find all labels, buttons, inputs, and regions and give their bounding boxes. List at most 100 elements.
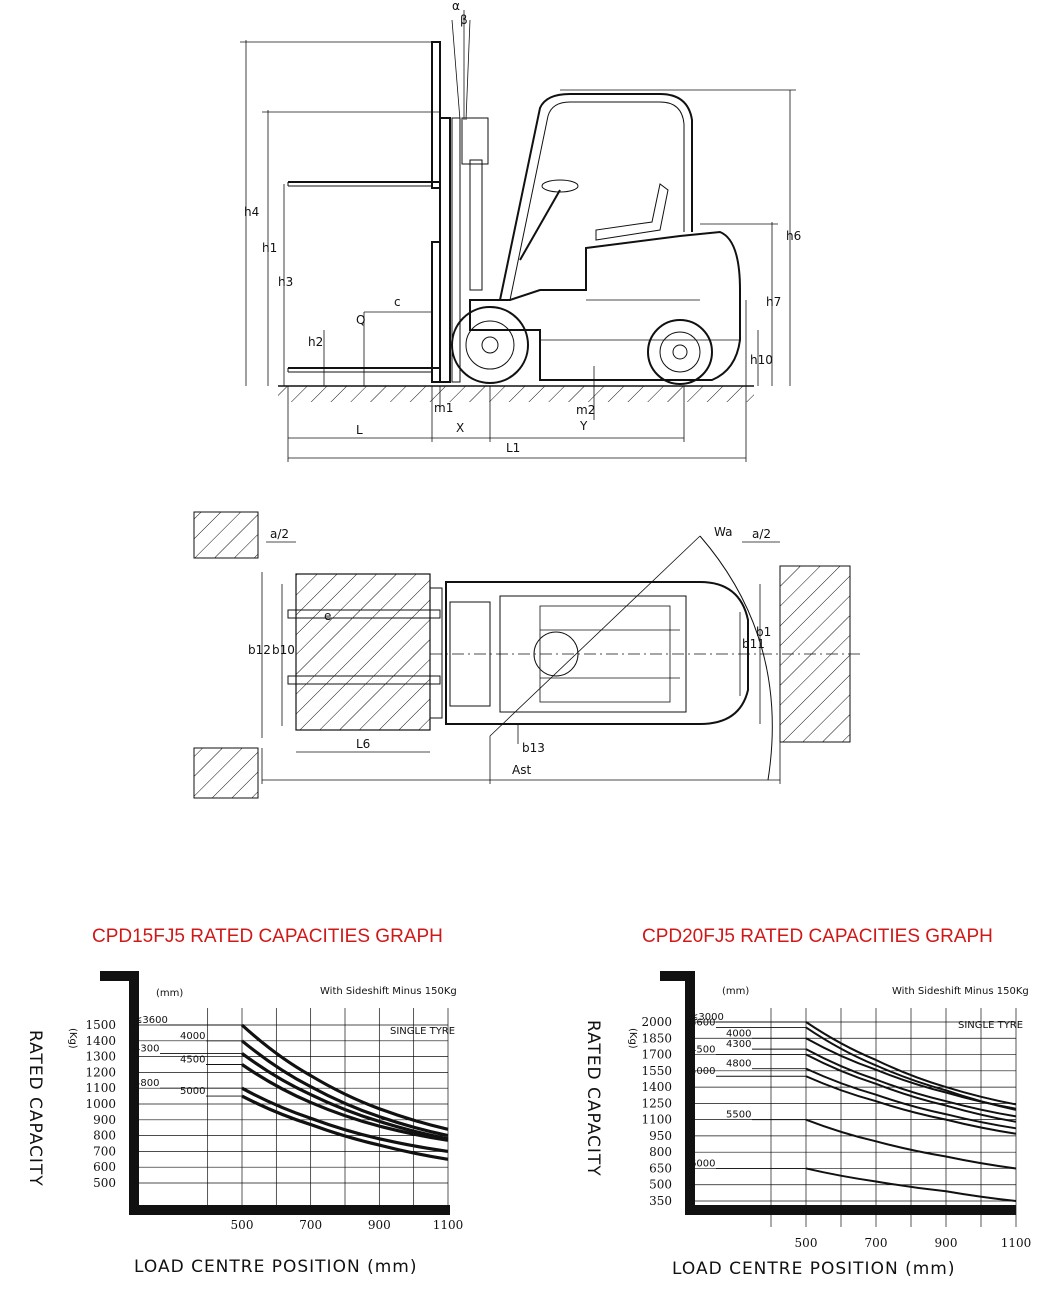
- dim-c: c: [394, 295, 401, 309]
- chart2-unit-top: (mm): [722, 986, 749, 997]
- dim-beta: β: [460, 13, 468, 27]
- dim-b12: b12: [248, 643, 271, 657]
- chart1-title: CPD15FJ5 RATED CAPACITIES GRAPH: [92, 926, 443, 947]
- seat: [595, 183, 669, 241]
- y-tick-label: 350: [649, 1194, 672, 1208]
- series-line-0: [805, 1021, 1017, 1106]
- y-tick-label: 1500: [85, 1018, 116, 1032]
- chart1-series: [240, 1023, 449, 1161]
- chart1-frame: [100, 971, 450, 1215]
- height-label: 4800: [134, 1078, 159, 1089]
- series-line-5: [805, 1067, 1017, 1130]
- wall-bottom-left: [193, 747, 259, 799]
- chart2-title: CPD20FJ5 RATED CAPACITIES GRAPH: [642, 926, 993, 947]
- height-label: 5000: [690, 1066, 715, 1077]
- y-tick-label: 1100: [641, 1113, 672, 1127]
- dim-x: X: [456, 421, 464, 435]
- height-label: 4500: [690, 1045, 715, 1056]
- dim-h3: h3: [278, 275, 293, 289]
- mast: [439, 10, 489, 383]
- y-tick-label: 900: [93, 1113, 116, 1127]
- dim-b13: b13: [522, 741, 545, 755]
- x-tick-label: 1100: [433, 1218, 464, 1232]
- x-tick-label: 700: [299, 1218, 322, 1232]
- dim-l: L: [356, 423, 363, 437]
- y-tick-label: 1400: [85, 1034, 116, 1048]
- dim-y: Y: [579, 419, 588, 433]
- dim-h10: h10: [750, 353, 773, 367]
- dim-a2-left: a/2: [270, 527, 289, 541]
- dim-m1: m1: [434, 401, 453, 415]
- chart2-xlabel: LOAD CENTRE POSITION (mm): [672, 1259, 955, 1279]
- y-tick-label: 2000: [641, 1015, 672, 1029]
- dim-b1: b1: [756, 625, 771, 639]
- chart2-series: [805, 1021, 1017, 1202]
- front-wheel: [451, 306, 529, 384]
- series-line-5: [241, 1094, 449, 1161]
- height-label: 4300: [134, 1043, 159, 1054]
- dim-e: e: [324, 609, 331, 623]
- series-line-2: [241, 1052, 449, 1141]
- dim-l1: L1: [506, 441, 520, 455]
- series-line-2: [805, 1026, 1017, 1111]
- truck-body: [469, 230, 741, 381]
- height-label: 5000: [180, 1086, 205, 1097]
- overhead-guard: [499, 93, 693, 301]
- chart1-tyre: SINGLE TYRE: [390, 1026, 455, 1037]
- height-label: 4000: [726, 1028, 751, 1039]
- dim-h4: h4: [244, 205, 259, 219]
- x-tick-label: 900: [935, 1236, 958, 1250]
- y-tick-label: 1550: [641, 1064, 672, 1078]
- y-tick-label: 1100: [85, 1081, 116, 1095]
- dim-ast: Ast: [512, 763, 531, 777]
- dim-alpha: α: [452, 0, 460, 13]
- steering-column: [519, 189, 561, 261]
- dim-h2: h2: [308, 335, 323, 349]
- dim-h1: h1: [262, 241, 277, 255]
- height-label: ≤3000: [690, 1012, 724, 1023]
- y-tick-label: 650: [649, 1161, 672, 1175]
- y-tick-label: 800: [649, 1145, 672, 1159]
- wall-top-left: [193, 511, 259, 559]
- y-tick-label: 700: [93, 1144, 116, 1158]
- chart2-note: With Sideshift Minus 150Kg: [892, 986, 1029, 997]
- height-label: 6000: [690, 1158, 715, 1169]
- series-line-6: [805, 1075, 1017, 1135]
- height-label: 4500: [180, 1055, 205, 1066]
- series-line-8: [805, 1167, 1017, 1202]
- height-label: 4800: [726, 1059, 751, 1070]
- y-tick-label: 600: [93, 1160, 116, 1174]
- y-tick-label: 950: [649, 1129, 672, 1143]
- dim-m2: m2: [576, 403, 595, 417]
- chart1-grid: [134, 1008, 449, 1209]
- chart1-unit-top: (mm): [156, 988, 183, 999]
- y-tick-label: 500: [93, 1176, 116, 1190]
- series-line-1: [240, 1039, 449, 1138]
- top-view: a/2 a/2 Wa e b12 b10 b1 b11 L6 b13 Ast: [193, 511, 860, 799]
- y-tick-label: 1700: [641, 1048, 672, 1062]
- x-tick-label: 700: [865, 1236, 888, 1250]
- chart-cpd20fj5: CPD20FJ5 RATED CAPACITIES GRAPH (mm) (Kg…: [583, 926, 1031, 1279]
- rear-wheel: [647, 319, 713, 385]
- dim-h6: h6: [786, 229, 801, 243]
- series-line-4: [241, 1086, 449, 1153]
- height-label: 4300: [726, 1039, 751, 1050]
- y-tick-label: 500: [649, 1178, 672, 1192]
- steering-wheel: [541, 179, 579, 193]
- x-tick-label: 1100: [1001, 1236, 1032, 1250]
- dim-l6: L6: [356, 737, 370, 751]
- pallet-load: [295, 573, 431, 731]
- chart1-xlabel: LOAD CENTRE POSITION (mm): [134, 1257, 417, 1277]
- chart1-unit-side: (Kg): [67, 1028, 78, 1049]
- series-line-7: [805, 1118, 1017, 1170]
- dim-h7: h7: [766, 295, 781, 309]
- dim-b10: b10: [272, 643, 295, 657]
- chart2-frame: [660, 971, 1016, 1215]
- series-line-0: [240, 1023, 449, 1131]
